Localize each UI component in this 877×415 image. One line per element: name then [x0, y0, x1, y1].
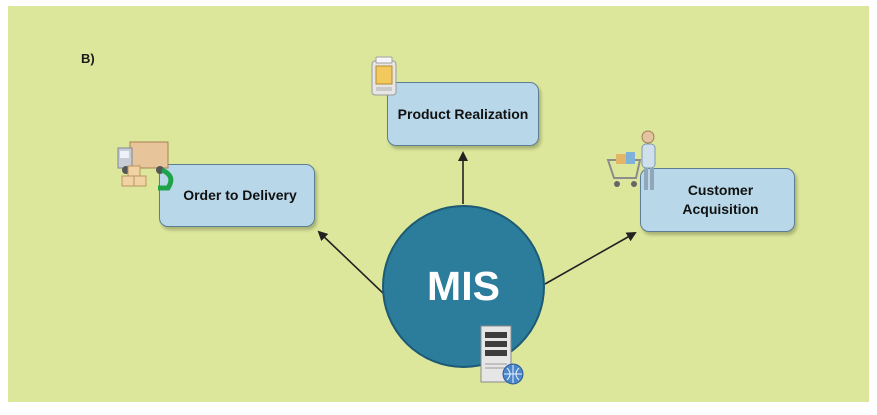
server-icon	[480, 325, 524, 385]
mis-hub-label: MIS	[427, 263, 500, 309]
diagram-canvas: B) Product Realization Order to Delivery…	[8, 6, 869, 402]
shopping-cart-customer-icon	[606, 130, 656, 190]
order-to-delivery-label: Order to Delivery	[183, 187, 297, 204]
customer-acquisition-label: Customer Acquisition	[682, 182, 759, 217]
order-to-delivery-box: Order to Delivery	[159, 164, 315, 227]
arrow-to-customer-acquisition	[544, 232, 637, 285]
mis-hub-circle: MIS	[382, 205, 545, 368]
panel-label: B)	[81, 51, 95, 66]
arrow-to-order-to-delivery	[317, 230, 386, 296]
document-scanner-icon	[371, 56, 397, 96]
product-realization-label: Product Realization	[397, 105, 529, 122]
product-realization-box: Product Realization	[387, 82, 539, 146]
customer-acquisition-box: Customer Acquisition	[640, 168, 795, 232]
delivery-truck-icon	[117, 141, 174, 191]
connectors	[317, 151, 637, 296]
